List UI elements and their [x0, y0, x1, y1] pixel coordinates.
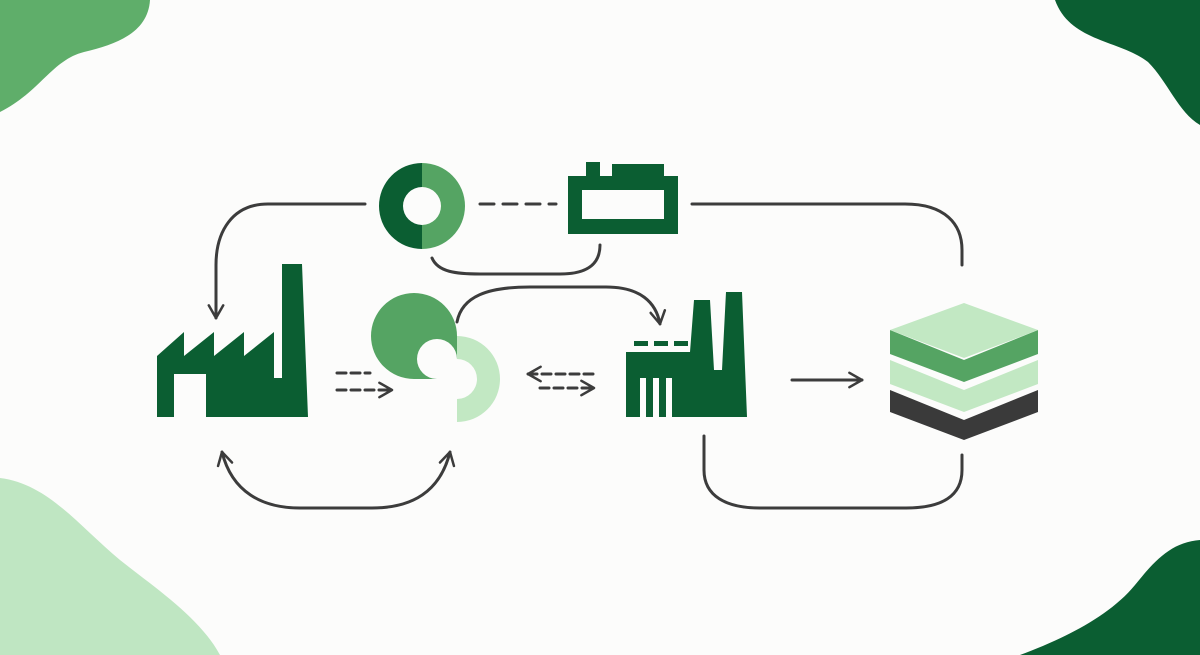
connector-factory-ring-bottom-loop	[216, 450, 456, 510]
corner-blob-bottom-left	[0, 478, 220, 655]
connector-ring-to-plant	[455, 285, 667, 326]
corner-blob-top-right	[1055, 0, 1200, 125]
factory-icon	[157, 264, 308, 417]
connector-ring-under-loop	[430, 243, 602, 276]
layered-materials-icon	[890, 303, 1038, 440]
processing-plant-icon	[626, 292, 747, 417]
recycling-ring-icon	[379, 163, 465, 249]
connector-battery-to-layers	[690, 202, 964, 267]
connector-plant-to-layers-bottom-loop	[702, 434, 964, 510]
connectors	[207, 202, 964, 510]
corner-blob-bottom-right	[1020, 540, 1200, 655]
connector-ring-to-factory	[207, 202, 367, 320]
battery-icon	[568, 162, 678, 234]
sorting-ring-icon	[371, 293, 500, 422]
corner-blob-top-left	[0, 0, 150, 112]
